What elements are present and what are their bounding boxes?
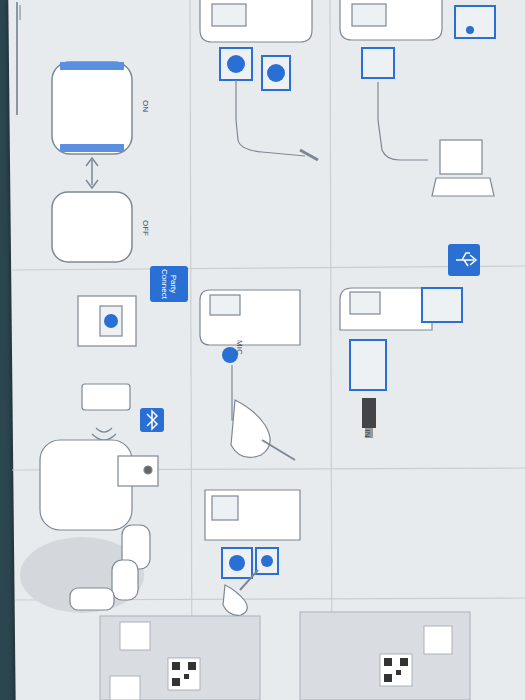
app-panels (120, 622, 150, 650)
app-panels (380, 654, 412, 686)
fold-lines (12, 0, 525, 700)
bluetooth-phone (82, 384, 130, 410)
mic-connection (236, 80, 305, 156)
mic-connection (220, 48, 252, 80)
tap-app-card (78, 296, 136, 346)
port-label: MIC (235, 340, 244, 355)
guitar-connection (231, 365, 232, 398)
speaker-on-off (60, 144, 124, 152)
usb-connection (350, 292, 380, 314)
app-panels (110, 676, 140, 700)
guitar-mic-combined (229, 555, 245, 571)
qr-codes (188, 662, 196, 670)
speaker-bluetooth (40, 440, 158, 530)
audio-in-connection (440, 140, 482, 174)
guitar-mic-combined (223, 585, 247, 615)
guitar-mic-combined (240, 570, 258, 590)
guitar-connection (200, 290, 300, 460)
speaker-on-off (60, 62, 124, 70)
audio-in-connection (340, 0, 442, 40)
app-panels (300, 612, 470, 700)
port-label: ON (141, 100, 150, 112)
usb-connection (350, 340, 386, 390)
model-text-strip (16, 2, 18, 115)
qr-codes (184, 674, 189, 679)
fold-lines (330, 0, 332, 700)
audio-in-connection (362, 48, 394, 78)
mic-connection (262, 56, 290, 90)
audio-in-connection (352, 4, 386, 26)
speaker-on-off (91, 160, 93, 185)
fold-lines (190, 0, 192, 700)
guitar-mic-combined (261, 555, 273, 567)
guitar-connection (210, 295, 240, 315)
qr-codes (172, 678, 180, 686)
guitar-mic-combined (256, 548, 278, 574)
speaker-bluetooth (144, 466, 152, 474)
guitar-connection (200, 290, 300, 345)
usb-connection (456, 253, 476, 266)
tap-app-card (78, 296, 136, 346)
usb-connection (340, 288, 432, 330)
speaker-on-off (52, 192, 132, 262)
mic-connection (300, 150, 318, 160)
model-text-strip (16, 2, 18, 115)
app-panels (424, 626, 452, 654)
bluetooth-phone (140, 408, 164, 432)
qr-codes (396, 670, 401, 675)
guitar-connection (262, 440, 295, 460)
mic-connection (200, 0, 318, 160)
app-panels (168, 658, 200, 690)
speaker-on-off (52, 62, 132, 154)
guitar-mic-combined (205, 490, 300, 615)
port-label: AUDIO IN (363, 402, 372, 438)
qr-codes (400, 658, 408, 666)
usb-connection (340, 244, 480, 438)
badge-text: Party Connect (160, 267, 178, 301)
speaker-on-off (20, 5, 132, 262)
app-panels (100, 616, 260, 700)
usb-connection (422, 288, 462, 322)
bluetooth-phone (82, 384, 164, 440)
party-speakers (112, 560, 138, 600)
qr-codes (172, 658, 408, 686)
tap-app-card (100, 306, 122, 336)
guitar-mic-combined (222, 548, 252, 578)
mic-connection (227, 55, 245, 73)
usb-connection (448, 244, 480, 276)
party-speakers (70, 588, 114, 610)
port-label: OFF (141, 220, 150, 236)
speaker-on-off (19, 5, 21, 20)
party-connect-badge: Party Connect (150, 266, 188, 302)
audio-in-connection (455, 6, 495, 38)
mic-connection (212, 4, 246, 26)
speaker-bluetooth (118, 456, 158, 486)
mic-connection (267, 64, 285, 82)
audio-in-connection (466, 26, 474, 34)
mic-connection (200, 0, 312, 42)
audio-in-connection (378, 120, 428, 160)
bluetooth-phone (147, 411, 157, 429)
audio-in-connection (432, 178, 494, 196)
bluetooth-phone (92, 428, 116, 440)
qr-codes (384, 674, 392, 682)
qr-codes (172, 662, 180, 670)
app-panels (100, 612, 470, 700)
guitar-mic-combined (212, 496, 238, 520)
audio-in-connection (377, 82, 378, 120)
qr-codes (384, 658, 392, 666)
tap-app-card (104, 314, 118, 328)
speaker-on-off (86, 158, 98, 188)
audio-in-connection (340, 0, 495, 196)
guitar-mic-combined (205, 490, 300, 540)
party-speakers (20, 525, 150, 613)
guitar-connection (231, 400, 270, 457)
